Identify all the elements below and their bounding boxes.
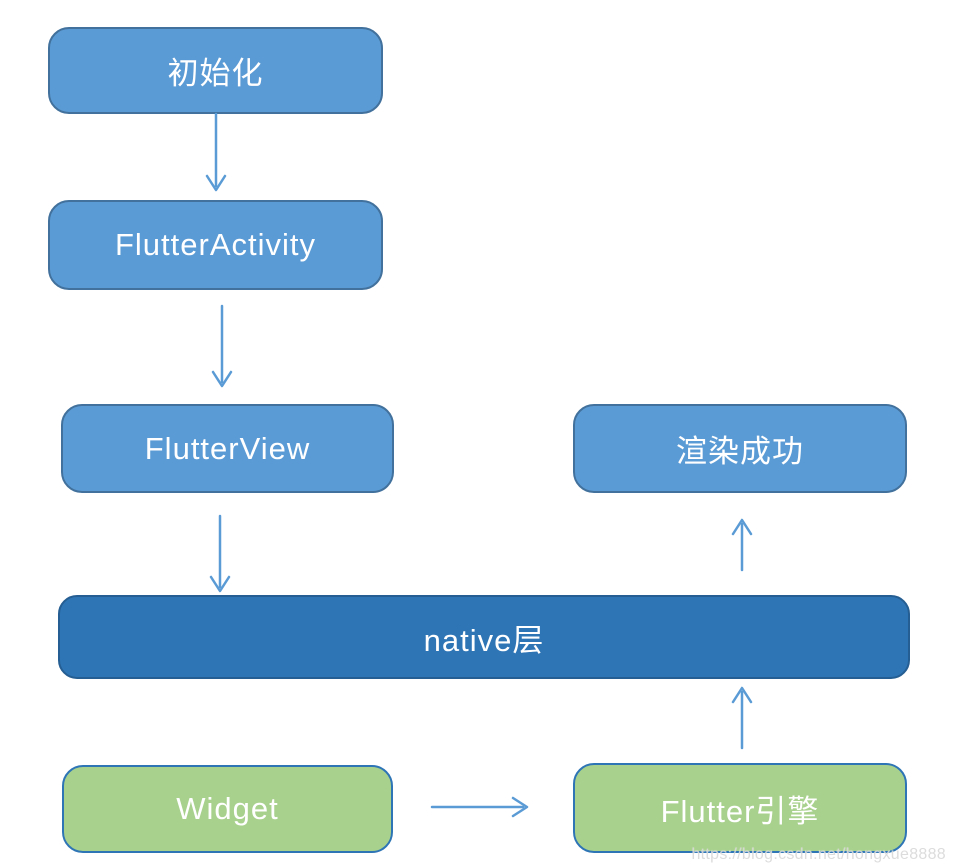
node-flutter-activity: FlutterActivity <box>48 200 383 290</box>
arrow-flutterview-to-nativelayer <box>209 514 231 593</box>
arrow-flutteractivity-to-flutterview <box>211 304 233 388</box>
watermark-url: https://blog.csdn.net/hongxue8888 <box>691 846 946 863</box>
node-native-layer: native层 <box>58 595 910 679</box>
arrow-widget-to-flutterengine <box>430 796 529 818</box>
node-widget: Widget <box>62 765 393 853</box>
arrow-nativelayer-to-rendersuccess <box>731 518 753 572</box>
node-flutter-view: FlutterView <box>61 404 394 493</box>
node-init: 初始化 <box>48 27 383 114</box>
node-flutter-engine: Flutter引擎 <box>573 763 907 853</box>
arrow-init-to-flutteractivity <box>205 112 227 192</box>
node-render-success: 渲染成功 <box>573 404 907 493</box>
arrow-flutterengine-to-nativelayer <box>731 686 753 750</box>
